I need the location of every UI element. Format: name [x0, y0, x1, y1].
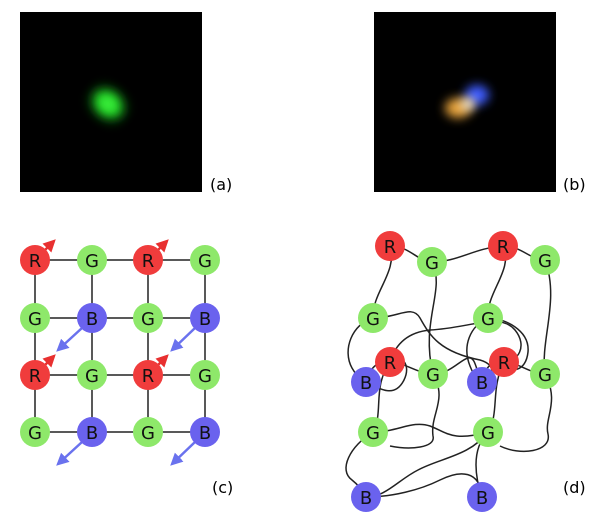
node-red: R [133, 245, 163, 275]
node-red: R [20, 360, 50, 390]
node-green: G [133, 417, 163, 447]
blue-shift-arrow [170, 327, 196, 352]
svg-text:B: B [360, 373, 372, 394]
node-green: G [190, 245, 220, 275]
svg-text:G: G [85, 366, 99, 387]
panel-a-spot [92, 89, 124, 119]
panel-c-edges [34, 259, 206, 433]
panel-d-nodes: R G R G G G R B G R B G G G B B [351, 231, 560, 512]
svg-text:G: G [28, 309, 42, 330]
svg-text:B: B [360, 488, 372, 509]
node-green: G [133, 303, 163, 333]
panel-d-edges [345, 245, 553, 498]
svg-text:G: G [28, 423, 42, 444]
node-green: G [417, 247, 447, 277]
svg-text:B: B [199, 309, 211, 330]
svg-text:B: B [199, 423, 211, 444]
svg-text:G: G [481, 423, 495, 444]
panel-d: R G R G G G R B G R B G G G B B (d) [345, 231, 586, 512]
node-green: G [358, 417, 388, 447]
panel-c-nodes: R G R G G B G B R G R G G B G B [20, 245, 220, 447]
node-red: R [375, 347, 405, 377]
svg-text:G: G [198, 366, 212, 387]
node-red: R [375, 231, 405, 261]
node-blue: B [77, 303, 107, 333]
panel-b-label: (b) [563, 175, 586, 194]
node-green: G [77, 360, 107, 390]
svg-text:G: G [481, 309, 495, 330]
panel-b-spot [445, 85, 489, 118]
svg-text:R: R [498, 353, 511, 374]
panel-c: R G R G G B G B R G R G G B G B (c) [20, 239, 233, 497]
node-blue: B [190, 303, 220, 333]
node-red: R [489, 347, 519, 377]
blue-shift-arrow [56, 441, 83, 466]
node-green: G [530, 359, 560, 389]
svg-text:G: G [366, 309, 380, 330]
node-green: G [418, 359, 448, 389]
node-blue: B [351, 367, 381, 397]
node-green: G [77, 245, 107, 275]
node-blue: B [467, 482, 497, 512]
node-blue: B [77, 417, 107, 447]
node-green: G [530, 245, 560, 275]
svg-text:G: G [366, 423, 380, 444]
node-blue: B [467, 367, 497, 397]
blue-shift-arrow [56, 327, 83, 352]
panel-a-label: (a) [210, 175, 232, 194]
svg-text:B: B [476, 373, 488, 394]
svg-text:G: G [425, 253, 439, 274]
svg-text:G: G [538, 365, 552, 386]
panel-d-label: (d) [563, 478, 586, 497]
node-red: R [20, 245, 50, 275]
panel-b: (b) [374, 12, 586, 194]
svg-text:R: R [29, 366, 42, 387]
node-green: G [190, 360, 220, 390]
panel-c-label: (c) [212, 478, 233, 497]
node-green: G [358, 303, 388, 333]
node-red: R [488, 231, 518, 261]
svg-text:G: G [538, 251, 552, 272]
svg-text:B: B [86, 423, 98, 444]
node-blue: B [351, 482, 381, 512]
svg-text:R: R [142, 251, 155, 272]
node-green: G [473, 303, 503, 333]
node-blue: B [190, 417, 220, 447]
node-green: G [20, 417, 50, 447]
svg-text:R: R [384, 353, 397, 374]
svg-text:G: G [426, 365, 440, 386]
svg-text:R: R [29, 251, 42, 272]
svg-text:R: R [142, 366, 155, 387]
node-red: R [133, 360, 163, 390]
svg-text:G: G [141, 423, 155, 444]
svg-text:B: B [476, 488, 488, 509]
node-green: G [20, 303, 50, 333]
blue-shift-arrow [170, 441, 196, 466]
svg-text:R: R [497, 237, 510, 258]
node-green: G [473, 417, 503, 447]
svg-text:R: R [384, 237, 397, 258]
svg-text:G: G [85, 251, 99, 272]
svg-text:G: G [198, 251, 212, 272]
svg-text:G: G [141, 309, 155, 330]
svg-text:B: B [86, 309, 98, 330]
panel-c-arrows [42, 239, 196, 466]
panel-a: (a) [20, 12, 232, 194]
